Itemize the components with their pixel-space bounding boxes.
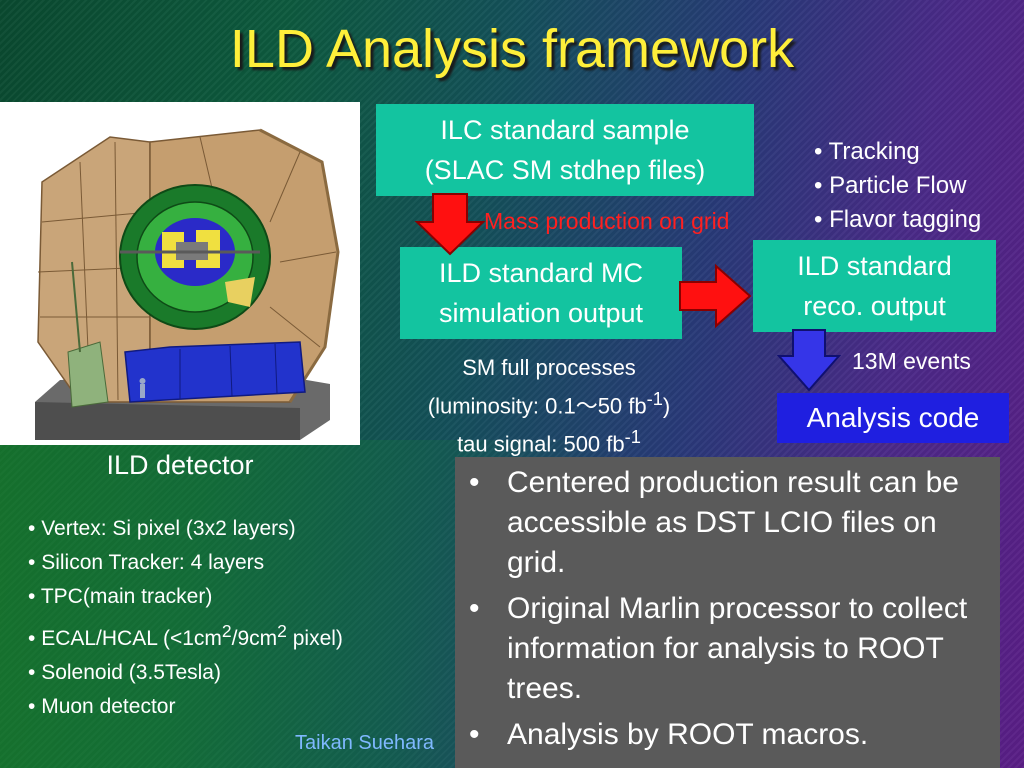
detector-feature: • ECAL/HCAL (<1cm2/9cm2 pixel) [28,621,343,650]
arrow-down-icon [776,329,842,392]
reco-line1: ILD standard [797,251,952,281]
detector-feature-list: • Vertex: Si pixel (3x2 layers) • Silico… [28,512,343,724]
sm-line1: SM full processes [462,355,636,380]
sample-line2: (SLAC SM stdhep files) [424,155,706,185]
sm-line2: (luminosity: 0.1～50 fb-1) [427,388,671,419]
sm-processes-text: SM full processes (luminosity: 0.1～50 fb… [388,352,710,460]
sm-line3: tau signal: 500 fb-1 [457,426,641,457]
info-bullet: •Analysis by ROOT macros. [469,718,869,751]
detector-feature: • Solenoid (3.5Tesla) [28,661,221,684]
arrow-down-icon [414,193,486,256]
sample-line1: ILC standard sample [440,115,690,145]
detector-drawing [35,128,340,440]
detector-feature: • Muon detector [28,695,176,718]
sample-box: ILC standard sample (SLAC SM stdhep file… [376,104,754,196]
analysis-code-box: Analysis code [777,393,1009,443]
reco-feature: • Flavor tagging [814,206,982,233]
reco-feature-list: • Tracking • Particle Flow • Flavor tagg… [814,135,981,237]
detector-feature: • TPC(main tracker) [28,585,213,608]
events-count-label: 13M events [852,348,971,374]
detector-feature: • Vertex: Si pixel (3x2 layers) [28,517,296,540]
info-bullet: •Centered production result can be acces… [469,466,959,579]
author-name: Taikan Suehara [295,732,434,754]
ild-detector-image [0,102,360,445]
detector-caption: ILD detector [106,450,254,480]
simulation-box: ILD standard MC simulation output [400,247,682,339]
reco-box: ILD standard reco. output [753,240,996,332]
detector-feature: • Silicon Tracker: 4 layers [28,551,265,574]
grid-production-label: Mass production on grid [484,208,730,234]
simulation-line2: simulation output [438,298,644,328]
reco-feature: • Particle Flow [814,172,967,199]
info-bullet: •Original Marlin processor to collect in… [469,592,968,705]
slide-title: ILD Analysis framework [229,19,795,79]
arrow-right-icon [679,263,752,329]
simulation-line1: ILD standard MC [438,258,644,288]
reco-feature: • Tracking [814,138,920,165]
reco-line2: reco. output [803,291,946,321]
info-panel: •Centered production result can be acces… [455,457,1000,768]
